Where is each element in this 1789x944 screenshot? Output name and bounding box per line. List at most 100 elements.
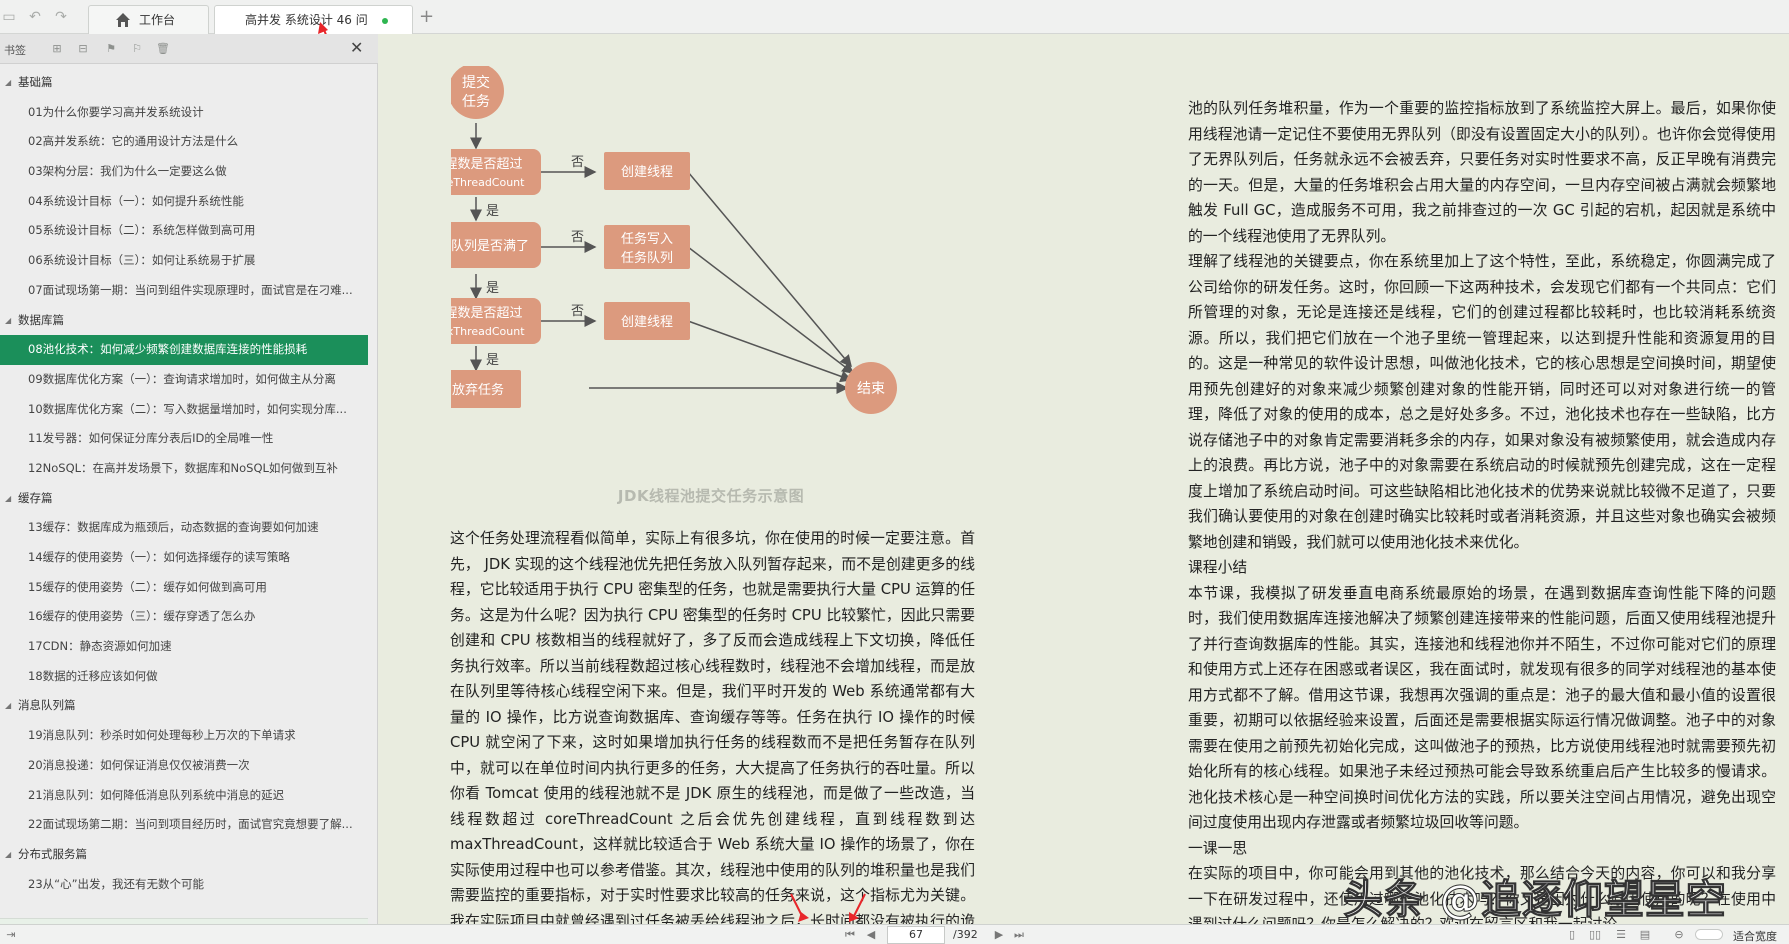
- bookmark-item[interactable]: 09数据库优化方案（一）：查询请求增加时，如何做主从分离: [28, 371, 336, 386]
- section-label: 基础篇: [18, 75, 53, 89]
- bookmark-item[interactable]: 01为什么你要学习高并发系统设计: [28, 104, 204, 119]
- flow-node-create-thread-1: [604, 152, 690, 190]
- page-number-input[interactable]: 67: [887, 926, 945, 944]
- flow-label-yes-1: 是: [486, 204, 499, 219]
- flow-text-max-param: maxThreadCount: [451, 325, 525, 338]
- section-label: 分布式服务篇: [18, 846, 87, 861]
- flow-label-yes-2: 是: [486, 281, 499, 296]
- single-page-view-icon[interactable]: ▯: [1568, 928, 1576, 941]
- flow-label-yes-3: 是: [486, 353, 499, 368]
- bookmark-list: ◢基础篇 01为什么你要学习高并发系统设计 02高并发系统：它的通用设计方法是什…: [0, 68, 378, 899]
- bookmark-item[interactable]: 04系统设计目标（一）：如何提升系统性能: [28, 193, 244, 208]
- bookmark-item[interactable]: 12NoSQL：在高并发场景下，数据库和NoSQL如何做到互补: [28, 460, 338, 475]
- paragraph: 理解了线程池的关键要点，你在系统里加上了这个特性，至此，系统稳定，你圆满完成了公…: [1188, 253, 1776, 551]
- add-bookmark-icon[interactable]: ⚑: [106, 42, 116, 55]
- bookmark-item[interactable]: 06系统设计目标（三）：如何让系统易于扩展: [28, 253, 256, 268]
- text-column-right: 池的队列任务堆积量，作为一个重要的监控指标放到了系统监控大屏上。最后，如果你使用…: [1188, 96, 1776, 924]
- expand-all-icon[interactable]: ⊞: [52, 42, 62, 55]
- watermark: 头条 @追逐仰望星空: [1343, 877, 1727, 924]
- section-basics[interactable]: ◢基础篇: [0, 68, 378, 98]
- flow-text-end: 结束: [857, 381, 885, 397]
- continuous-view-icon[interactable]: ☰: [1616, 928, 1626, 941]
- collapse-triangle-icon: ◢: [5, 849, 12, 859]
- sidebar-scroll-edge: [0, 918, 368, 924]
- collapse-triangle-icon: ◢: [5, 315, 12, 325]
- bookmark-item-active[interactable]: 08池化技术：如何减少频繁创建数据库连接的性能损耗: [0, 335, 368, 365]
- bookmark-item[interactable]: 17CDN：静态资源如何加速: [28, 639, 172, 654]
- document-viewport[interactable]: 提交 任务 线程数是否超过 coreThreadCount 创建线程 任务队列是…: [379, 34, 1789, 924]
- prev-page-icon[interactable]: ◀: [866, 928, 876, 941]
- zoom-out-icon[interactable]: ⊖: [1674, 928, 1684, 941]
- bookmark-item[interactable]: 23从“心”出发，我还有无数个可能: [28, 876, 205, 891]
- bookmark-item[interactable]: 22面试现场第二期：当问到项目经历时，面试官究竟想要了解...: [28, 817, 353, 832]
- thread-pool-flowchart: 提交 任务 线程数是否超过 coreThreadCount 创建线程 任务队列是…: [451, 66, 897, 414]
- flow-text-check-max: 线程数是否超过: [451, 306, 523, 321]
- collapse-triangle-icon: ◢: [5, 701, 12, 711]
- section-cache[interactable]: ◢ 缓存篇: [0, 484, 378, 514]
- bookmark-item[interactable]: 20消息投递：如何保证消息仅仅被消费一次: [28, 757, 250, 772]
- saved-status-dot: [382, 18, 388, 24]
- paragraph: 在实际的项目中，你可能会用到其他的池化技术，那么结合今天的内容，你可以和我分享一…: [1188, 865, 1776, 924]
- bookmark-item[interactable]: 03架构分层：我们为什么一定要这么做: [28, 164, 227, 179]
- book-view-icon[interactable]: ▤: [1639, 928, 1651, 941]
- bookmark-item[interactable]: 07面试现场第一期：当问到组件实现原理时，面试官是在刁难...: [28, 282, 353, 297]
- bookmark-item[interactable]: 13缓存：数据库成为瓶颈后，动态数据的查询要如何加速: [28, 520, 319, 535]
- flow-node-write-queue: [604, 225, 690, 269]
- title-bar: ▭ ↶ ↷ 工作台 高并发 系统设计 46 问 +: [0, 0, 1789, 67]
- section-label: 缓存篇: [18, 490, 53, 505]
- bookmark-item[interactable]: 10数据库优化方案（二）：写入数据量增加时，如何实现分库...: [28, 401, 347, 416]
- save-icon[interactable]: ▭: [2, 9, 16, 25]
- zoom-slider[interactable]: [1695, 929, 1723, 940]
- flow-text-write-queue-1: 任务写入: [621, 231, 673, 247]
- add-tab-icon[interactable]: +: [419, 6, 435, 27]
- sidebar-toggle-icon[interactable]: ⇥: [6, 928, 16, 941]
- section-distributed[interactable]: ◢ 分布式服务篇: [0, 840, 378, 870]
- bookmark-item[interactable]: 02高并发系统：它的通用设计方法是什么: [28, 134, 239, 149]
- bookmark-item[interactable]: 18数据的迁移应该如何做: [28, 668, 158, 683]
- text-column-left: 这个任务处理流程看似简单，实际上有很多坑，你在使用的时候一定要注意。首先， JD…: [450, 526, 975, 924]
- bookmark-item[interactable]: 11发号器：如何保证分库分表后ID的全局唯一性: [28, 431, 274, 446]
- first-page-icon[interactable]: ⏮: [845, 928, 855, 941]
- flow-node-check-core: [451, 149, 541, 195]
- flow-label-no-1: 否: [571, 155, 584, 170]
- zoom-mode-label[interactable]: 适合宽度: [1733, 930, 1777, 943]
- sidebar-title: 书签: [4, 44, 26, 57]
- paragraph: 本节课，我模拟了研发垂直电商系统最原始的场景，在遇到数据库查询性能下降的问题时，…: [1188, 584, 1776, 832]
- delete-bookmark-icon[interactable]: 🗑: [156, 42, 170, 55]
- last-page-icon[interactable]: ⏭: [1014, 928, 1024, 941]
- tab-document[interactable]: 高并发 系统设计 46 问: [214, 5, 413, 34]
- section-heading: 一课一思: [1188, 839, 1248, 857]
- close-sidebar-icon[interactable]: ✕: [350, 38, 364, 57]
- page-total: /392: [953, 928, 978, 941]
- bookmark-item[interactable]: 15缓存的使用姿势（二）：缓存如何做到高可用: [28, 579, 267, 594]
- section-label: 消息队列篇: [18, 698, 76, 713]
- paragraph: 池的队列任务堆积量，作为一个重要的监控指标放到了系统监控大屏上。最后，如果你使用…: [1188, 100, 1776, 245]
- flow-node-end: [845, 362, 897, 414]
- section-message-queue[interactable]: ◢ 消息队列篇: [0, 691, 378, 721]
- next-page-icon[interactable]: ▶: [994, 928, 1004, 941]
- flow-text-create-thread-2: 创建线程: [621, 315, 673, 330]
- flow-node-create-thread-2: [604, 302, 690, 340]
- flow-text-submit-2: 任务: [462, 94, 490, 110]
- bookmark-item[interactable]: 19消息队列：秒杀时如何处理每秒上万次的下单请求: [28, 728, 296, 743]
- paragraph: 这个任务处理流程看似简单，实际上有很多坑，你在使用的时候一定要注意。首先， JD…: [450, 530, 975, 924]
- collapse-all-icon[interactable]: ⊟: [78, 42, 88, 55]
- bookmark-item[interactable]: 14缓存的使用姿势（一）：如何选择缓存的读写策略: [28, 550, 290, 564]
- flow-text-check-core: 线程数是否超过: [451, 157, 523, 172]
- bookmark-icon[interactable]: ⚐: [132, 42, 142, 55]
- bookmark-item[interactable]: 16缓存的使用姿势（三）：缓存穿透了怎么办: [28, 609, 256, 624]
- bookmark-sidebar: 书签 ⊞ ⊟ ⚑ ⚐ 🗑 ✕ ◢基础篇 01为什么你要学习高并发系统设计 02高…: [0, 34, 378, 924]
- tab-home[interactable]: 工作台: [88, 5, 209, 34]
- bookmark-item[interactable]: 21消息队列：如何降低消息队列系统中消息的延迟: [28, 787, 285, 802]
- undo-icon[interactable]: ↶: [29, 9, 41, 25]
- flow-label-no-3: 否: [571, 304, 584, 319]
- bookmark-item[interactable]: 05系统设计目标（二）：系统怎样做到高可用: [28, 223, 256, 238]
- collapse-triangle-icon: ◢: [5, 493, 12, 503]
- tab-document-label: 高并发 系统设计 46 问: [245, 13, 368, 27]
- section-database[interactable]: ◢数据库篇: [0, 306, 378, 336]
- status-bar: ⇥ ⏮ ◀ 67 /392 ▶ ⏭ ▯ ▯▯ ☰ ▤ ⊖ 适合宽度: [0, 924, 1789, 944]
- flow-text-write-queue-2: 任务队列: [621, 250, 673, 266]
- redo-icon[interactable]: ↷: [55, 9, 67, 25]
- double-page-view-icon[interactable]: ▯▯: [1588, 928, 1602, 941]
- flow-node-reject: [451, 370, 521, 408]
